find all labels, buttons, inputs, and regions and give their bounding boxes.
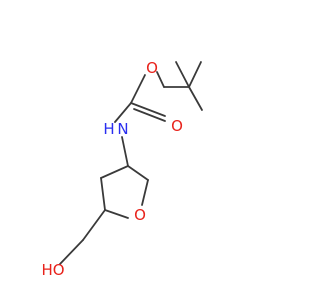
bond-tbu-ester-o [156,71,165,88]
bond-tbu-o [188,86,203,111]
structure-canvas: O O N H O HO [41,59,203,279]
ring-oxygen-label: O [134,206,146,224]
bond-tbu-methyl-top [175,61,190,88]
amine-nitrogen-label: N [117,120,128,138]
carbonyl-oxygen-label: O [171,117,183,135]
bond-ch2-oh [59,239,84,265]
bond-n-ring [121,136,129,167]
bond-carbonyl-double-a [130,102,166,117]
bond-ring-o-c4 [141,179,149,206]
amine-hydrogen-label: H [103,120,114,138]
hydroxyl-label: HO [41,261,64,279]
bond-ring-c1-o [104,209,129,219]
bond-ring-c3-c2 [100,165,129,179]
bond-ring-c2-c1 [100,177,106,211]
ester-oxygen-label: O [146,59,158,77]
bond-o-carbonyl [130,74,146,104]
bond-ring-c4-c3 [127,165,149,181]
bond-carbonyl-n [114,102,132,123]
molecule-diagram: O O N H O HO [41,59,203,279]
bond-carbonyl-double-b [133,108,166,122]
bond-ring-ch2 [82,209,106,241]
bond-tbu-methyl-right [188,61,202,88]
